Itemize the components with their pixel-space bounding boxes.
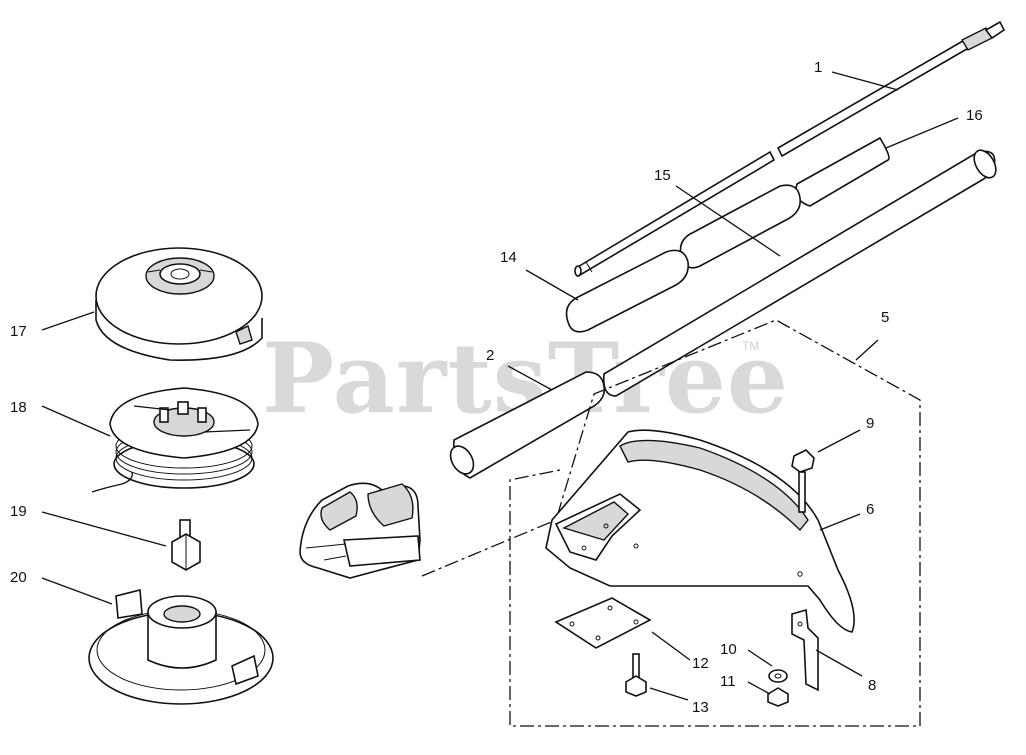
part-screw-13[interactable] bbox=[625, 653, 647, 697]
part-spool-with-line[interactable] bbox=[91, 387, 259, 493]
callout-20: 20 bbox=[10, 569, 27, 586]
part-bolt-9[interactable] bbox=[791, 449, 815, 513]
callout-13: 13 bbox=[692, 699, 709, 716]
part-gearbox-housing[interactable] bbox=[299, 482, 421, 579]
part-spool-base[interactable] bbox=[88, 588, 274, 705]
part-nut-11[interactable] bbox=[767, 687, 789, 707]
part-debris-guard[interactable] bbox=[545, 429, 855, 633]
part-line-cutter-bracket[interactable] bbox=[791, 608, 819, 692]
part-washer-10[interactable] bbox=[768, 669, 788, 683]
part-sleeve-16[interactable] bbox=[795, 136, 890, 207]
part-mounting-plate[interactable] bbox=[554, 597, 652, 649]
callout-14: 14 bbox=[500, 249, 517, 266]
callout-19: 19 bbox=[10, 503, 27, 520]
watermark-trademark: TM bbox=[742, 339, 759, 353]
callout-16: 16 bbox=[966, 107, 983, 124]
callout-18: 18 bbox=[10, 399, 27, 416]
part-sleeve-15[interactable] bbox=[679, 184, 802, 269]
part-sleeve-14[interactable] bbox=[565, 249, 690, 333]
part-adapter-bolt[interactable] bbox=[171, 519, 201, 571]
callout-1: 1 bbox=[814, 59, 822, 76]
part-lower-tube[interactable] bbox=[446, 371, 606, 479]
guard-assembly-outline bbox=[421, 319, 921, 727]
part-drive-shaft[interactable] bbox=[574, 20, 1006, 277]
callout-15: 15 bbox=[654, 167, 671, 184]
callout-labels: 1 2 5 6 8 9 10 11 12 13 14 15 16 17 18 1… bbox=[10, 59, 983, 716]
callout-11: 11 bbox=[720, 673, 736, 690]
callout-10: 10 bbox=[720, 641, 737, 658]
leader-lines bbox=[41, 71, 959, 701]
callout-12: 12 bbox=[692, 655, 709, 672]
callout-17: 17 bbox=[10, 323, 27, 340]
callout-6: 6 bbox=[866, 501, 874, 518]
callout-8: 8 bbox=[868, 677, 876, 694]
callout-9: 9 bbox=[866, 415, 874, 432]
callout-2: 2 bbox=[486, 347, 494, 364]
callout-5: 5 bbox=[881, 309, 889, 326]
part-spool-cover[interactable] bbox=[95, 247, 263, 361]
part-outer-tube[interactable] bbox=[602, 147, 1001, 397]
